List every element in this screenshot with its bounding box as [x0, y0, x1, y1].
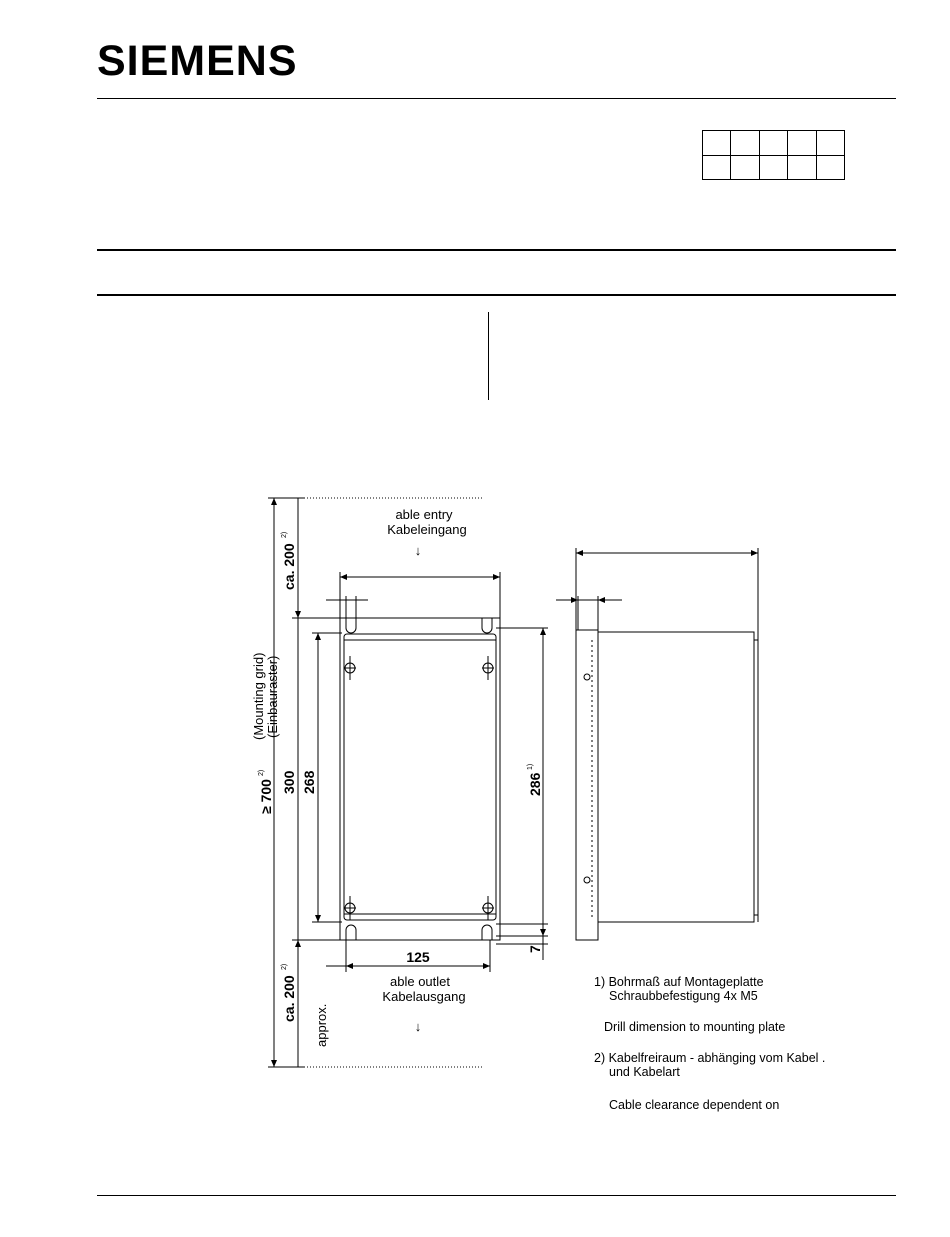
mounting-grid-en: (Mounting grid)	[251, 653, 266, 740]
grid-row	[701, 154, 845, 180]
slot-top-right	[481, 618, 493, 634]
enclosure-door	[343, 633, 497, 921]
cable-entry-en: able entry	[395, 507, 453, 522]
entry-arrow: ↓	[415, 543, 422, 558]
dim-125: 125	[406, 949, 430, 965]
outlet-arrow: ↓	[415, 1019, 422, 1034]
note1-en: Drill dimension to mounting plate	[604, 1020, 785, 1034]
slot-bottom-right	[481, 924, 493, 940]
side-hinge-top	[583, 673, 591, 681]
title-rule-top	[97, 249, 896, 251]
header-rule	[97, 98, 896, 99]
cable-outlet-en: able outlet	[390, 974, 450, 989]
cable-outlet-de: Kabelausgang	[382, 989, 465, 1004]
side-flange	[575, 629, 599, 941]
total-min-label: ≥ 700	[258, 779, 274, 814]
slot-top-left	[345, 618, 357, 634]
enclosure-front	[339, 617, 501, 941]
title-rule-bottom	[97, 294, 896, 296]
siemens-logo: SIEMENS	[97, 37, 298, 85]
dim-300: 300	[281, 770, 297, 794]
note1-line1: 1) Bohrmaß auf Montageplatte	[594, 975, 764, 989]
note2-line1: 2) Kabelfreiraum - abhänging vom Kabel .	[594, 1051, 825, 1065]
clearance-bottom-label: ca. 200	[281, 975, 297, 1022]
side-hinge-bottom	[583, 876, 591, 884]
clearance-top-note: 2)	[281, 532, 288, 538]
column-divider	[488, 312, 489, 400]
dim-7: 7	[527, 945, 543, 953]
clearance-top-label: ca. 200	[281, 543, 297, 590]
note2-en: Cable clearance dependent on	[609, 1098, 779, 1112]
revision-grid	[701, 130, 845, 180]
note2-line2: und Kabelart	[609, 1065, 680, 1079]
mounting-grid-de: (Einbauraster)	[265, 656, 280, 738]
dim-286: 286	[527, 772, 543, 796]
clearance-bottom-note: 2)	[281, 964, 288, 970]
note1-line2: Schraubbefestigung 4x M5	[609, 989, 758, 1003]
slot-bottom-left	[345, 924, 357, 940]
approx-label: approx.	[314, 1004, 329, 1047]
footer-rule	[97, 1195, 896, 1196]
grid-row	[701, 130, 845, 156]
total-min-note: 2)	[258, 770, 265, 776]
cable-entry-de: Kabeleingang	[387, 522, 467, 537]
dim-286-note: 1)	[527, 764, 534, 770]
dim-268: 268	[301, 770, 317, 794]
side-body	[597, 631, 755, 923]
